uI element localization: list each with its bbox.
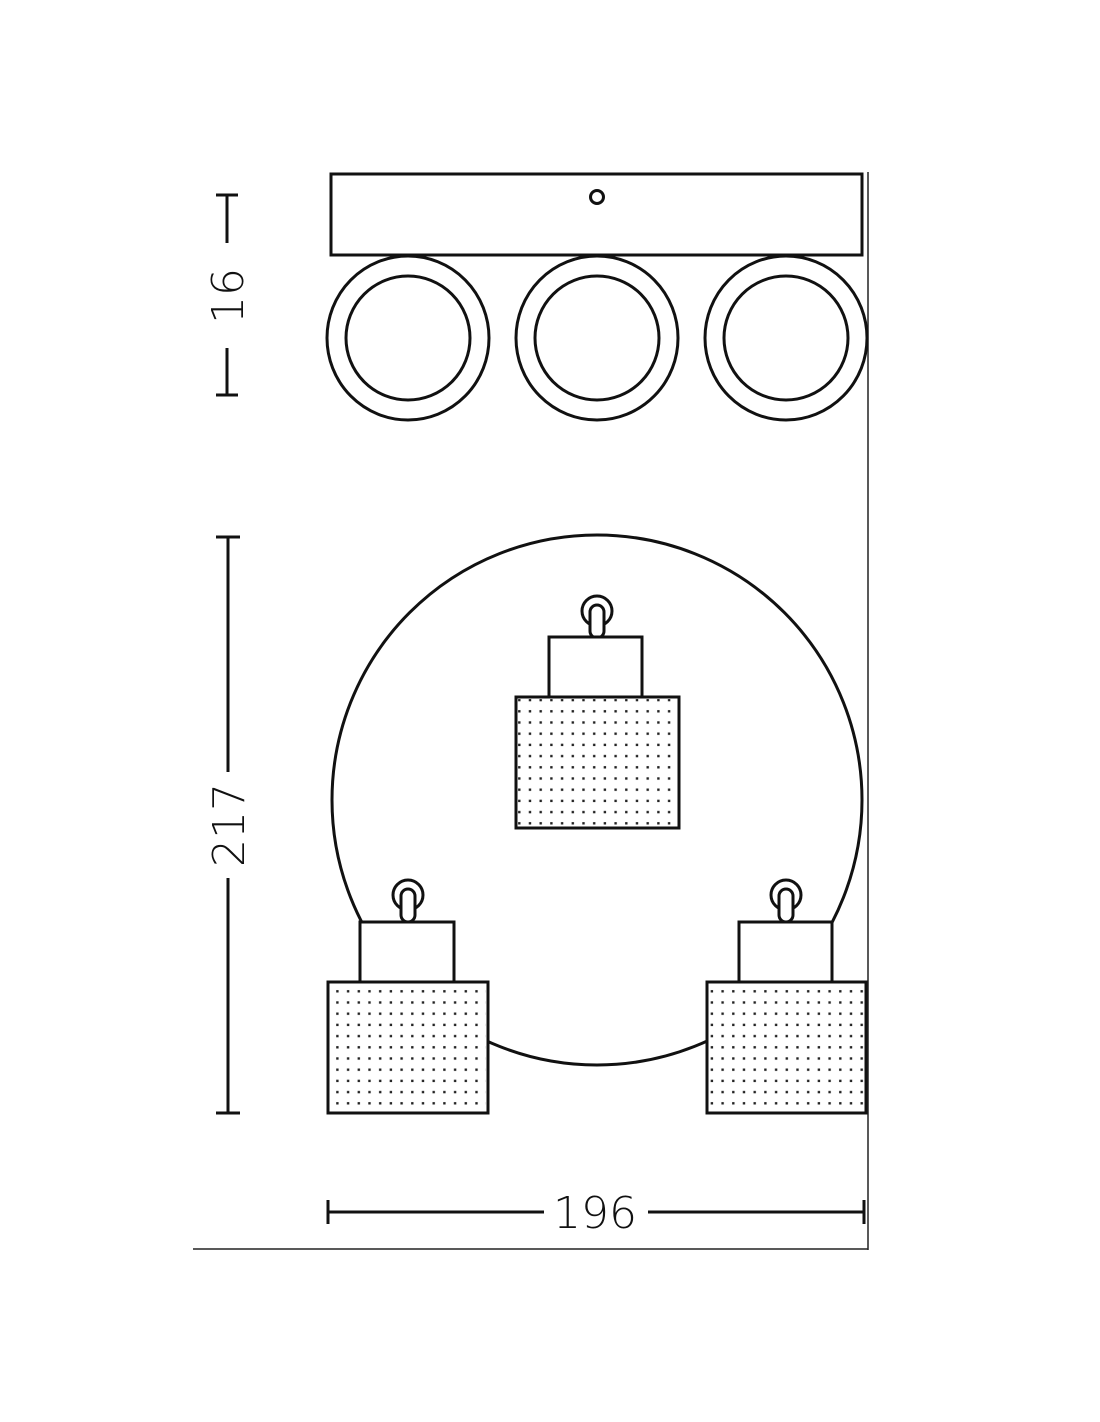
dimension-16: 16 <box>203 193 254 397</box>
mounting-hole <box>589 189 605 205</box>
spotlight-bottom-right <box>705 878 868 1115</box>
front-view <box>326 533 868 1115</box>
dimension-label-217: 217 <box>204 783 255 867</box>
dimension-217: 217 <box>204 535 255 1115</box>
top-view <box>325 172 869 422</box>
spot-head-3 <box>703 254 869 422</box>
dimension-label-196: 196 <box>553 1188 637 1239</box>
dimension-label-16: 16 <box>203 268 254 324</box>
spot-head-1 <box>325 254 491 422</box>
dimension-196: 196 <box>326 1188 866 1239</box>
spot-head-2 <box>514 254 680 422</box>
spotlight-bottom-left <box>326 878 490 1115</box>
spotlight-top <box>514 594 681 830</box>
round-base-plate <box>330 533 864 1067</box>
mounting-plate <box>329 172 864 257</box>
